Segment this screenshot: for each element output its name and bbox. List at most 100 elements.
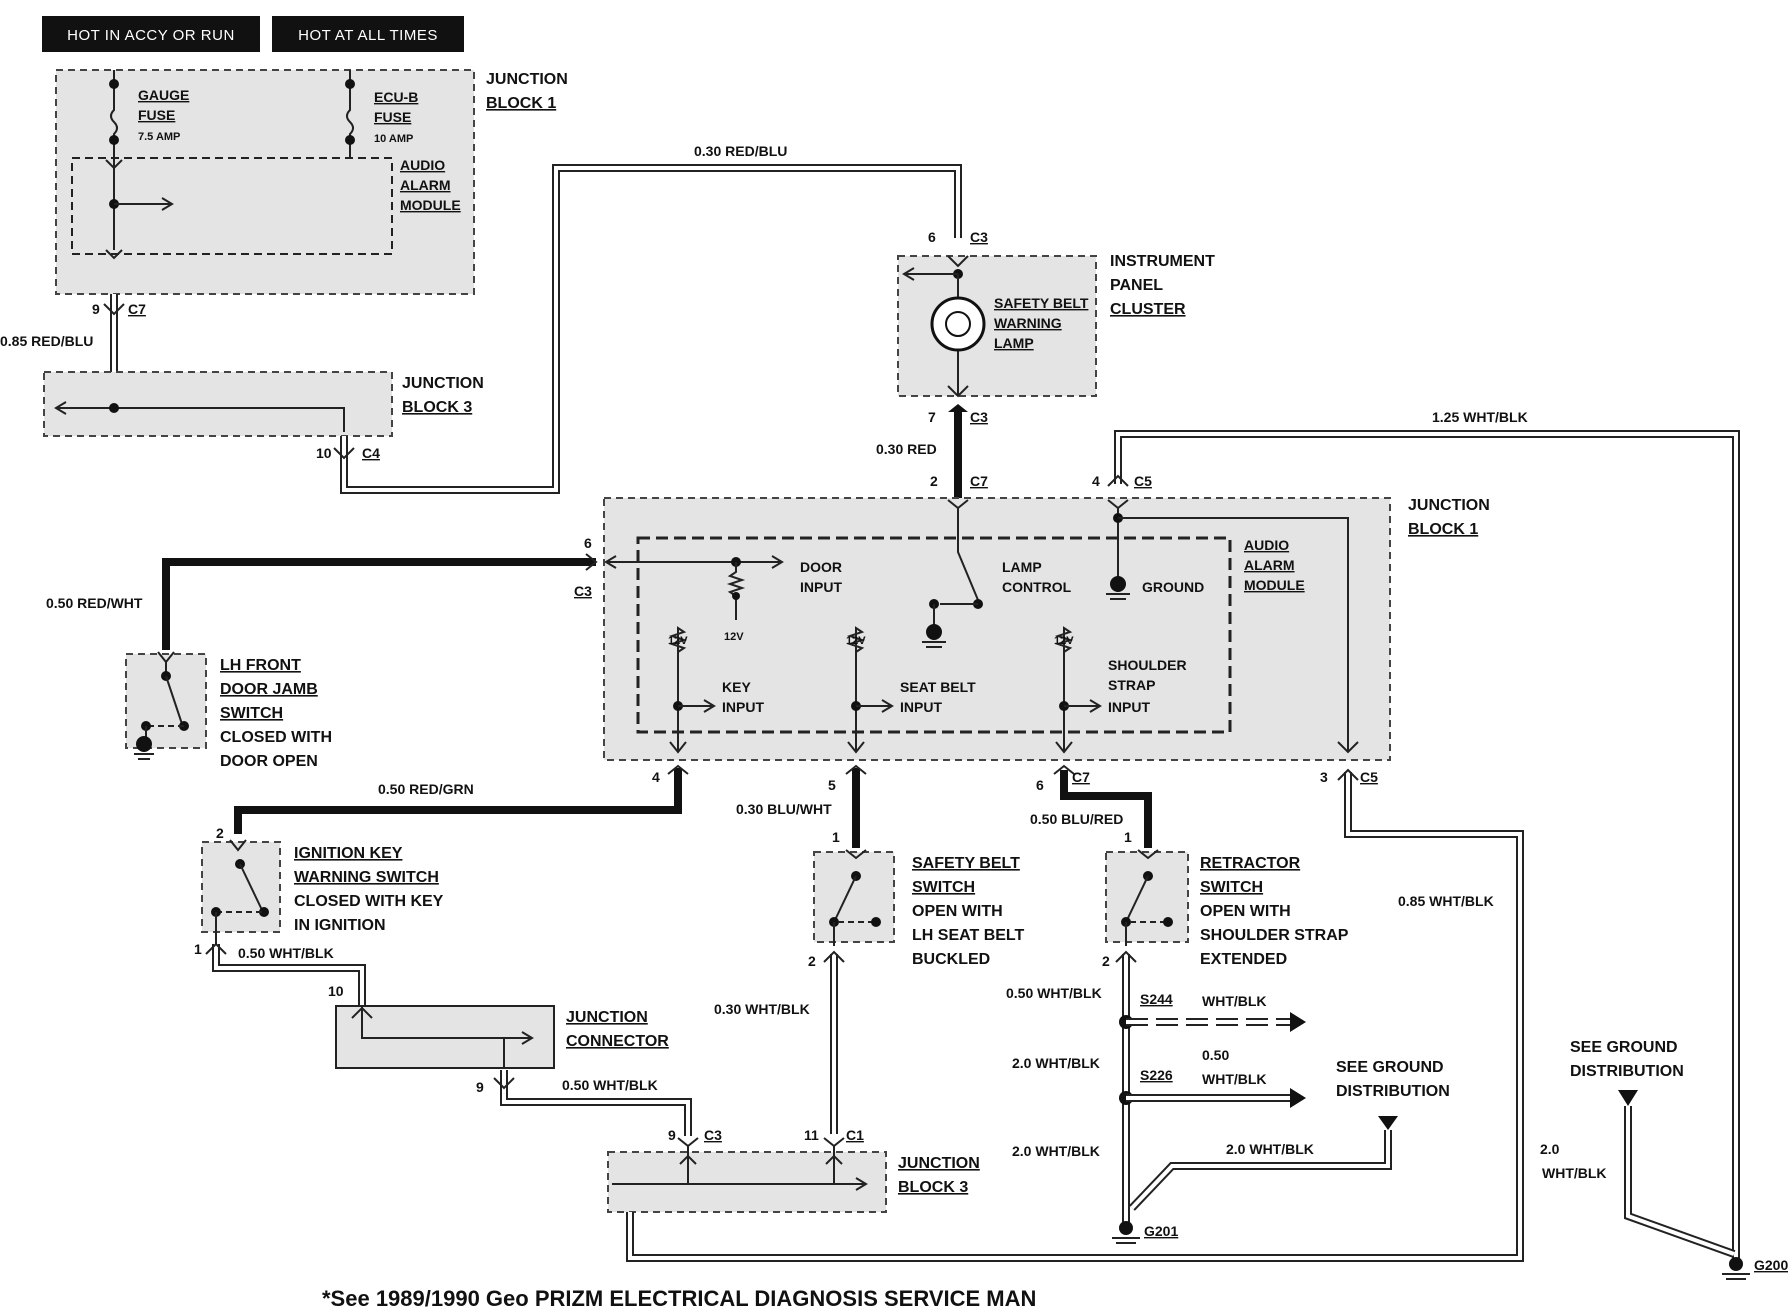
top-junction-label-1: JUNCTION <box>486 71 568 88</box>
ecub-fuse-amp: 10 AMP <box>374 133 413 145</box>
main-junction-label-1: JUNCTION <box>1408 497 1490 514</box>
shoulder-12v: 12V <box>1054 635 1074 647</box>
gauge-fuse-amp: 7.5 AMP <box>138 131 180 143</box>
cluster-c3-top: C3 <box>970 229 988 245</box>
sb-label-1: SAFETY BELT <box>912 855 1020 872</box>
shoulder-input-label-2: STRAP <box>1108 677 1155 693</box>
lamp-control-label-1: LAMP <box>1002 559 1042 575</box>
jconn-wire-out: 0.50 WHT/BLK <box>562 1077 658 1093</box>
left-c4-pin: 10 <box>316 445 332 461</box>
ret-label-2: SWITCH <box>1200 879 1263 896</box>
ign-wire-bot: 0.50 WHT/BLK <box>238 945 334 961</box>
header-tab-accy-run-label: HOT IN ACCY OR RUN <box>67 27 235 44</box>
door-switch-label-3: SWITCH <box>220 705 283 722</box>
cluster-wire-030-red: 0.30 RED <box>876 441 937 457</box>
right-wire-085: 0.85 WHT/BLK <box>1398 893 1494 909</box>
main-c5: C5 <box>1134 473 1152 489</box>
ret-w1: 0.50 WHT/BLK <box>1006 985 1102 1001</box>
ign-label-2: WARNING SWITCH <box>294 869 439 886</box>
door-wire-050-redwht: 0.50 RED/WHT <box>46 595 143 611</box>
ign-wire-050-redgrn: 0.50 RED/GRN <box>378 781 474 797</box>
ground-label: GROUND <box>1142 579 1204 595</box>
lamp-label-3: LAMP <box>994 335 1034 351</box>
cluster-title-2: PANEL <box>1110 277 1163 294</box>
ret-w3: 2.0 WHT/BLK <box>1012 1143 1100 1159</box>
bjb3-c3-pin: 9 <box>668 1127 676 1143</box>
ret-w4: 2.0 WHT/BLK <box>1226 1141 1314 1157</box>
key-input-label-1: KEY <box>722 679 751 695</box>
sb-desc-1: OPEN WITH <box>912 903 1003 920</box>
gauge-fuse-label-1: GAUGE <box>138 87 189 103</box>
door-switch-label-1: LH FRONT <box>220 657 301 674</box>
main-c7-pin: 2 <box>930 473 938 489</box>
top-junction-block-1 <box>55 69 475 295</box>
top-audio-module-1: AUDIO <box>400 157 445 173</box>
ign-label-1: IGNITION KEY <box>294 845 403 862</box>
sb-pin-top: 1 <box>832 829 840 845</box>
left-c7-connector: C7 <box>128 301 146 317</box>
right-see-ground-1: SEE GROUND <box>1570 1039 1678 1056</box>
right-wire-125: 1.25 WHT/BLK <box>1432 409 1528 425</box>
left-c4-connector: C4 <box>362 445 380 461</box>
ret-w2: 2.0 WHT/BLK <box>1012 1055 1100 1071</box>
c5-out: C5 <box>1360 769 1378 785</box>
sb-label-2: SWITCH <box>912 879 975 896</box>
top-audio-module-3: MODULE <box>400 197 461 213</box>
sb-desc-2: LH SEAT BELT <box>912 927 1025 944</box>
bjb3-c1: C1 <box>846 1127 864 1143</box>
door-switch-desc-2: DOOR OPEN <box>220 753 318 770</box>
ret-s244: S244 <box>1140 991 1173 1007</box>
door-switch-label-2: DOOR JAMB <box>220 681 318 698</box>
sb-pin-bot: 2 <box>808 953 816 969</box>
ret-see-ground-1: SEE GROUND <box>1336 1059 1444 1076</box>
top-wire-030-redblu: 0.30 RED/BLU <box>694 143 787 159</box>
gauge-fuse-label-2: FUSE <box>138 107 175 123</box>
main-c3-left-pin: 6 <box>584 535 592 551</box>
cluster-title-3: CLUSTER <box>1110 301 1186 318</box>
header-tab-all-times <box>272 16 464 52</box>
top-audio-module-2: ALARM <box>400 177 451 193</box>
out-c7-pin5: 5 <box>828 777 836 793</box>
right-see-ground-2: DISTRIBUTION <box>1570 1063 1684 1080</box>
jconn-label-1: JUNCTION <box>566 1009 648 1026</box>
ret-label-1: RETRACTOR <box>1200 855 1301 872</box>
lamp-control-label-2: CONTROL <box>1002 579 1072 595</box>
cluster-c3-bot: C3 <box>970 409 988 425</box>
out-c7-pin6: 6 <box>1036 777 1044 793</box>
ret-see-ground-2: DISTRIBUTION <box>1336 1083 1450 1100</box>
ret-desc-1: OPEN WITH <box>1200 903 1291 920</box>
top-junction-label-2: BLOCK 1 <box>486 95 556 112</box>
jconn-pin-out: 9 <box>476 1079 484 1095</box>
ecub-fuse-label-1: ECU-B <box>374 89 418 105</box>
main-c7: C7 <box>970 473 988 489</box>
seat-12v: 12V <box>846 635 866 647</box>
sb-desc-3: BUCKLED <box>912 951 990 968</box>
ret-s226: S226 <box>1140 1067 1173 1083</box>
left-jb3-label-2: BLOCK 3 <box>402 399 472 416</box>
door-jamb-switch <box>125 651 207 760</box>
ignition-key-switch <box>201 839 281 950</box>
jconn-label-2: CONNECTOR <box>566 1033 669 1050</box>
left-jb3-label-1: JUNCTION <box>402 375 484 392</box>
out-c7-pin4: 4 <box>652 769 660 785</box>
main-junction-label-2: BLOCK 1 <box>1408 521 1478 538</box>
door-input-label-1: DOOR <box>800 559 842 575</box>
ign-desc-1: CLOSED WITH KEY <box>294 893 444 910</box>
left-c7-pin: 9 <box>92 301 100 317</box>
cluster-c3-top-pin: 6 <box>928 229 936 245</box>
ret-desc-3: EXTENDED <box>1200 951 1287 968</box>
ign-pin-bot: 1 <box>194 941 202 957</box>
instrument-panel-cluster-box <box>897 255 1097 398</box>
cluster-c3-bot-pin: 7 <box>928 409 936 425</box>
ret-wire-050-blured: 0.50 BLU/RED <box>1030 811 1123 827</box>
ecub-fuse-label-2: FUSE <box>374 109 411 125</box>
right-w-2: WHT/BLK <box>1542 1165 1607 1181</box>
shoulder-input-label-1: SHOULDER <box>1108 657 1187 673</box>
g201: G201 <box>1144 1223 1178 1239</box>
ign-desc-2: IN IGNITION <box>294 917 386 934</box>
bottom-junction-block-3 <box>607 1137 887 1213</box>
key-input-label-2: INPUT <box>722 699 764 715</box>
main-c3-left: C3 <box>574 583 592 599</box>
bjb3-label-2: BLOCK 3 <box>898 1179 968 1196</box>
